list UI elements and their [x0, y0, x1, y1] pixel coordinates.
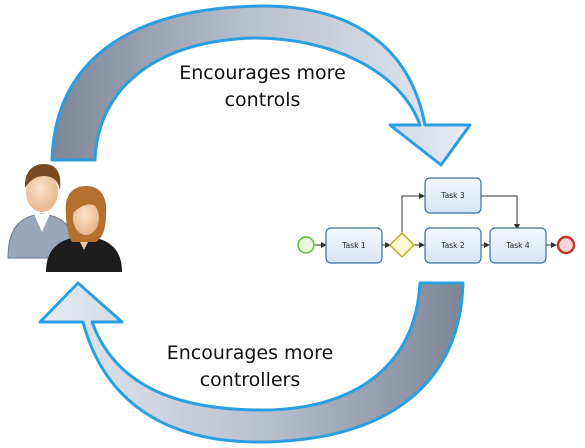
- task-2-label: Task 2: [440, 241, 465, 250]
- exclusive-gateway: [388, 231, 416, 259]
- process-diagram: Task 1 Task 2 Task 3 Task 4: [297, 177, 576, 264]
- task-3-label: Task 3: [440, 191, 465, 200]
- top-caption-line2: controls: [224, 89, 301, 111]
- task-1-label: Task 1: [341, 241, 366, 250]
- task-3: Task 3: [424, 177, 482, 214]
- people-icon: [7, 164, 122, 272]
- task-4: Task 4: [489, 227, 547, 264]
- top-caption-line1: Encourages more: [179, 62, 346, 84]
- bottom-caption: Encourages more controllers: [145, 340, 355, 394]
- task-4-label: Task 4: [505, 241, 530, 250]
- bottom-caption-line1: Encourages more: [166, 342, 334, 364]
- top-caption: Encourages more controls: [160, 60, 365, 114]
- task-2: Task 2: [424, 227, 482, 264]
- end-event: [556, 235, 576, 255]
- bottom-curved-arrow: [38, 281, 465, 444]
- bottom-caption-line2: controllers: [199, 369, 301, 391]
- start-event: [297, 236, 315, 254]
- task-1: Task 1: [325, 227, 383, 264]
- top-curved-arrow: [50, 4, 472, 167]
